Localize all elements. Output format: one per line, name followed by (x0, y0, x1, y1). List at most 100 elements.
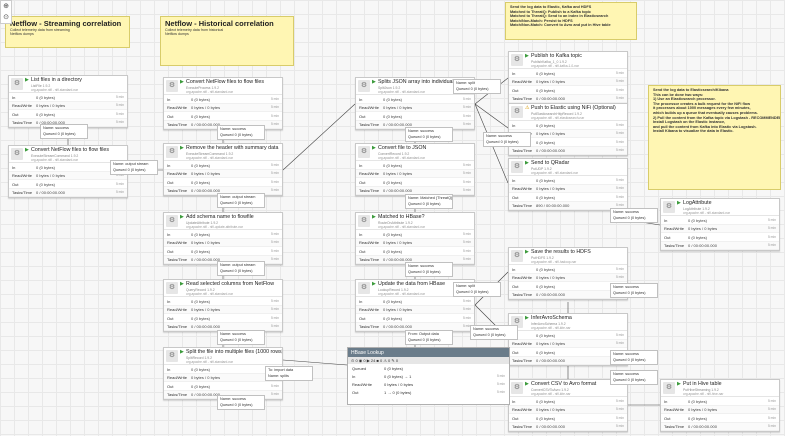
row-key: In (167, 231, 171, 237)
row-time: 5 min (767, 217, 776, 222)
row-value: 0 (0 bytes) (384, 365, 403, 371)
row-key: Out (664, 234, 671, 240)
row-value: 0 (0 bytes) (36, 181, 55, 187)
label-send-elastic[interactable]: Send the log data to Elasticsearch/Kiban… (648, 85, 781, 190)
label-line: Send the log data to Elastic, Kafka and … (510, 5, 592, 9)
connection-name: Name: split (456, 81, 475, 85)
row-value: 0 bytes / 0 bytes (536, 341, 566, 346)
processor-push-elastic[interactable]: ⚙⚠Push to Elastic using NiFi (Optional)P… (508, 103, 628, 156)
row-value: 0 (0 bytes) (383, 113, 402, 119)
row-key: Tasks/Time (512, 203, 533, 208)
processor-matched-hbase[interactable]: ⚙▶Matched to HBase?RouteOnAttribute 1.9.… (355, 212, 475, 265)
processor-bundle: org.apache.nifi - nifi-standard-nar (378, 291, 425, 296)
process-group-row-queued: Queued 0 (0 bytes) (348, 364, 509, 372)
connection-label[interactable]: Name: Matched (ThreatQ)Queued 0 (0 bytes… (405, 194, 453, 209)
row-time: 5 min (270, 315, 279, 320)
connection-name: Name: output stream (220, 195, 256, 199)
processor-split-json[interactable]: ⚙▶Splits JSON array into individual JSON… (355, 77, 475, 130)
navigation-control[interactable]: ⊕ ⊙ (0, 0, 12, 24)
processor-bundle: org.apache.nifi - nifi-kafka-1-0-nar (531, 63, 579, 68)
row-time: 5 min (615, 415, 624, 420)
row-value: 0 / 00:00:00.000 (36, 190, 65, 195)
processor-bundle: org.apache.nifi - nifi-standard-nar (186, 89, 233, 94)
connection-line (282, 103, 356, 171)
row-key: Read/Write (167, 240, 187, 245)
connection-queue: Queued 0 (0 bytes) (456, 289, 489, 294)
row-time: 5 min (767, 226, 776, 231)
row-key: Out (167, 113, 174, 119)
row-value: 0 (0 bytes) (688, 415, 707, 421)
processor-bundle: org.apache.nifi - nifi-standard-nar (378, 89, 425, 94)
row-time: 5 min (615, 398, 624, 403)
row-time: 5 min (270, 231, 279, 236)
row-value: 0 bytes / 0 bytes (383, 171, 413, 176)
row-time: 5 min (615, 87, 624, 92)
label-title: Netflow - Streaming correlation (10, 19, 122, 28)
running-icon: ▶ (525, 381, 529, 387)
label-streaming[interactable]: Netflow - Streaming correlation Collect … (5, 16, 130, 48)
label-send-top[interactable]: Send the log data to Elastic, Kafka and … (505, 2, 637, 40)
row-key: Out (352, 389, 359, 395)
row-time: 5 min (462, 240, 471, 245)
zoom-icon[interactable]: ⊕ (3, 3, 9, 10)
process-group-hbase-lookup[interactable]: HBase Lookup ⊙ 0 ◉ 0 ▶ 24 ■ 0 ⚠ 0 ✎ 0 Qu… (347, 347, 510, 405)
fit-icon[interactable]: ⊙ (3, 14, 9, 21)
processor-icon: ⚙ (358, 282, 370, 294)
row-key: Tasks/Time (12, 120, 33, 125)
row-key: Tasks/Time (512, 96, 533, 101)
row-key: Read/Write (512, 407, 532, 412)
connection-name: Name: success (613, 372, 639, 376)
row-key: Out (167, 179, 174, 185)
row-value: 0 / 00:00:00.000 (536, 358, 565, 363)
processor-icon: ⚙ (11, 78, 23, 90)
label-historical[interactable]: Netflow - Historical correlation Collect… (160, 16, 294, 66)
row-value: 0 (0 bytes) (536, 87, 555, 93)
running-icon: ▶ (180, 214, 184, 220)
row-value: 0 (0 bytes) (536, 139, 555, 145)
processor-split-file[interactable]: ⚙▶Split the file into multiple files (10… (163, 347, 283, 400)
connection-queue: Queued 0 (0 bytes) (408, 134, 441, 139)
